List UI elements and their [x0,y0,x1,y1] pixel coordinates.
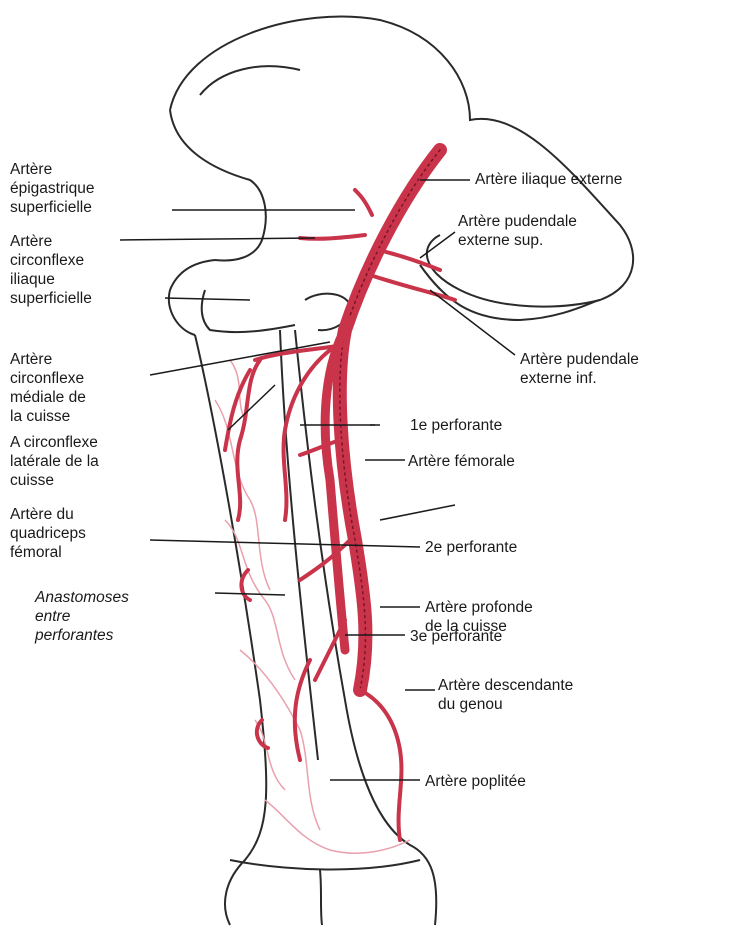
label-2e-perforante: 2e perforante [425,538,517,557]
label-circonflexe-laterale: A circonflexe latérale de la cuisse [10,433,99,490]
label-iliaque-externe: Artère iliaque externe [475,170,622,189]
label-circonflexe-iliaque-superficielle: Artère circonflexe iliaque superficielle [10,232,92,308]
label-artere-poplitee: Artère poplitée [425,772,526,791]
label-quadriceps-femoral: Artère du quadriceps fémoral [10,505,86,562]
label-pudendale-externe-sup: Artère pudendale externe sup. [458,212,577,250]
label-pudendale-externe-inf: Artère pudendale externe inf. [520,350,639,388]
label-1e-perforante: 1e perforante [410,416,502,435]
label-3e-perforante: 3e perforante [410,627,502,646]
label-anastomoses: Anastomoses entre perforantes [35,588,129,645]
label-descendante-genou: Artère descendante du genou [438,676,573,714]
label-artere-femorale: Artère fémorale [408,452,515,471]
label-circonflexe-mediale: Artère circonflexe médiale de la cuisse [10,350,86,426]
artery-branches [225,190,455,840]
label-epigastrique-superficielle: Artère épigastrique superficielle [10,160,94,217]
